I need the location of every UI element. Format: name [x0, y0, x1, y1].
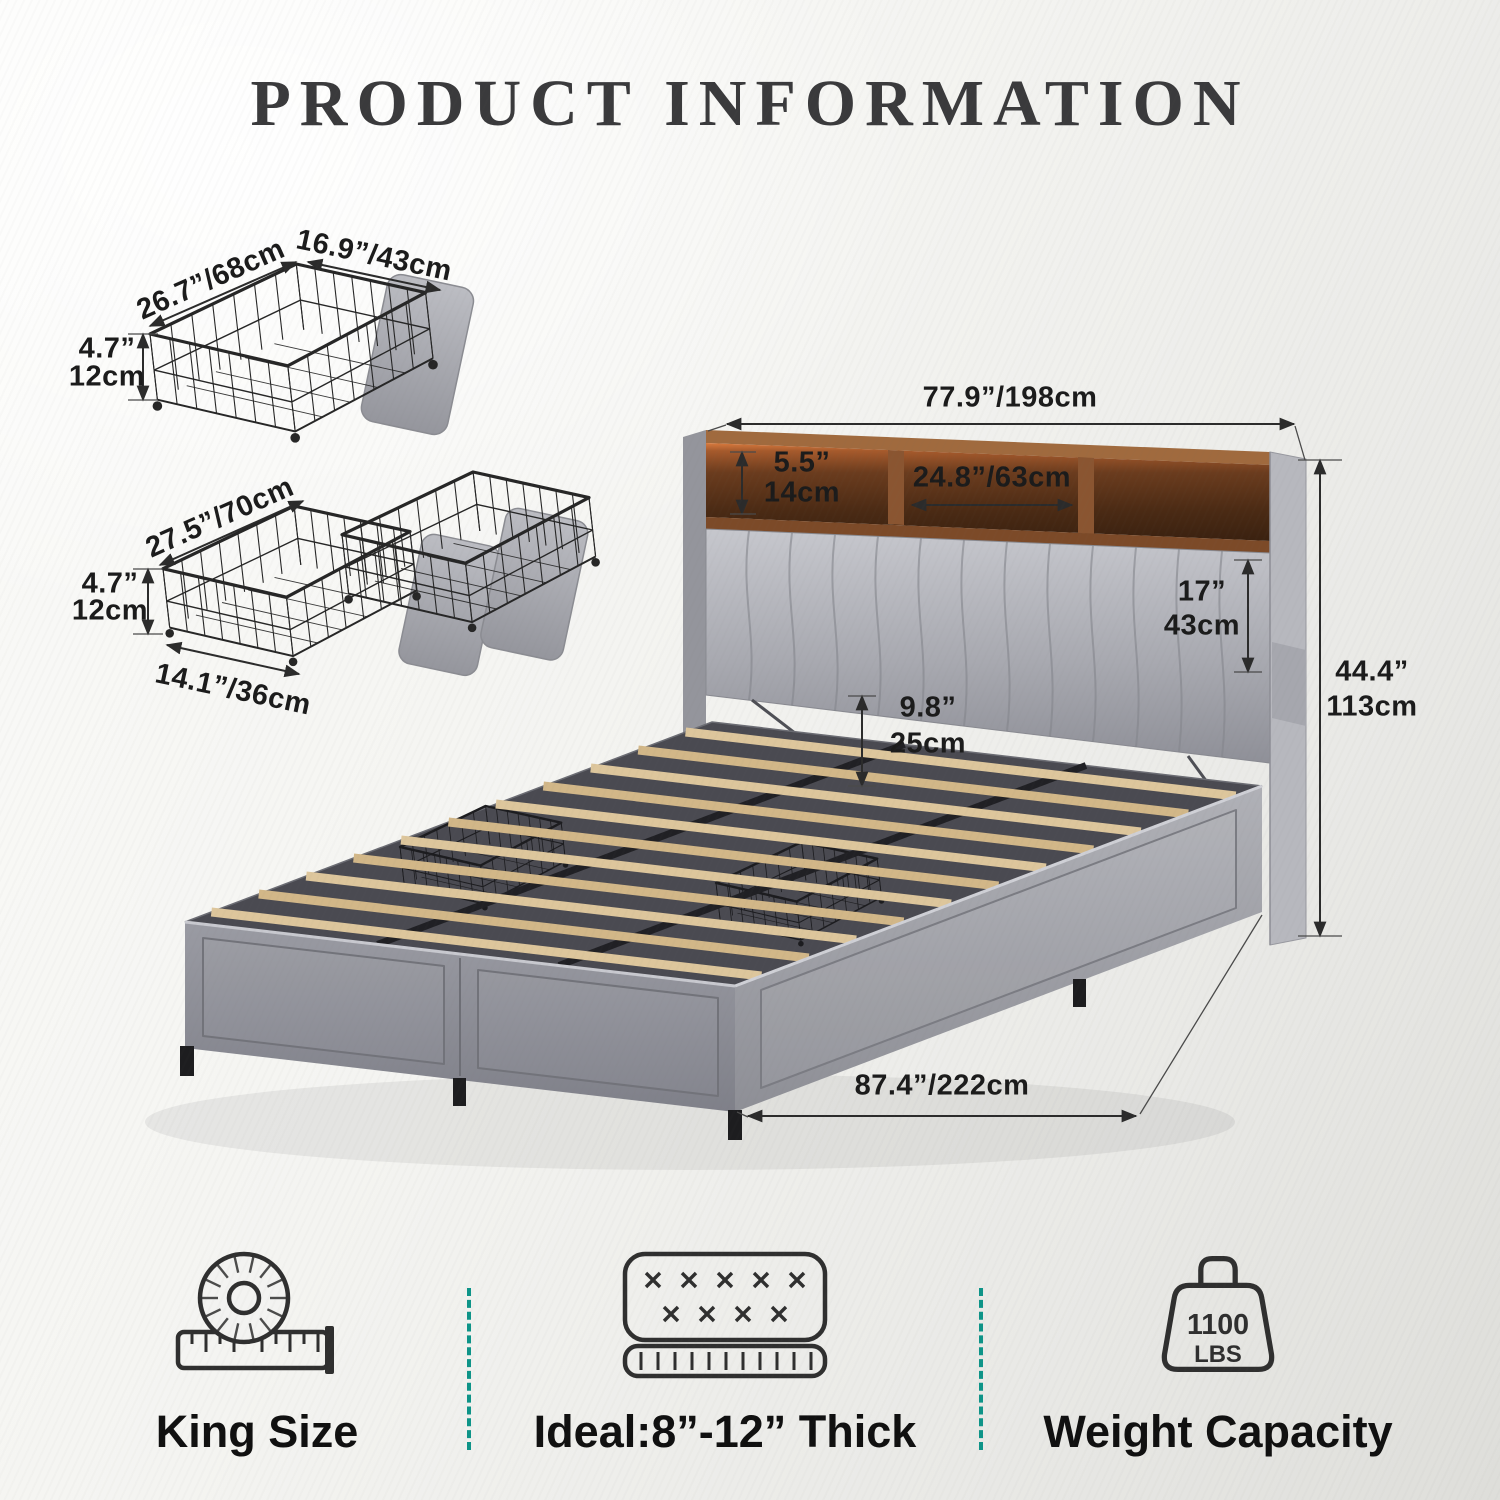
- wood-slats: [210, 727, 1237, 981]
- dim-total-height-cm: 113cm: [1326, 690, 1418, 723]
- dim-total-height-in: 44.4”: [1335, 655, 1409, 688]
- drawer-front: [760, 809, 1237, 1089]
- headboard-left-wing: [683, 430, 706, 812]
- shelf-bottom-board: [706, 517, 1270, 553]
- page-title: PRODUCT INFORMATION: [250, 67, 1250, 140]
- drawer-front: [202, 937, 445, 1065]
- feature-label-king-size: King Size: [155, 1406, 359, 1457]
- bed-leg: [728, 1110, 742, 1140]
- extension-ticks: [128, 333, 1342, 1118]
- dim-double-drawer-height-cm: 12cm: [71, 594, 149, 627]
- headboard-shelf-cubbies: [706, 443, 1270, 541]
- dim-single-drawer-height-cm: 12cm: [68, 360, 146, 393]
- dim-headboard-in: 17”: [1177, 575, 1227, 608]
- weight-badge-number: 1100: [1187, 1309, 1249, 1341]
- base-right-face: [734, 784, 1263, 1112]
- tuft-lines: [745, 530, 1226, 758]
- dim-shelf-height-cm: 14cm: [763, 476, 841, 509]
- drawer-front: [477, 969, 719, 1097]
- wire-basket: [340, 470, 600, 633]
- feature-label-weight: Weight Capacity: [1043, 1406, 1393, 1457]
- feature-row: King Size Ideal:8”-12” Thick 1100 LBS We…: [46, 1223, 1454, 1458]
- double-drawer-illustration: [161, 470, 600, 677]
- headboard-wood-top: [706, 430, 1270, 465]
- dim-shelf-width: 24.8”/63cm: [912, 461, 1072, 494]
- cubby-divider: [1078, 457, 1094, 534]
- bed-leg: [453, 1078, 466, 1106]
- feature-weight-capacity: 1100 LBS Weight Capacity: [983, 1223, 1453, 1458]
- headboard: [683, 430, 1307, 946]
- mattress-icon: [622, 1251, 828, 1379]
- dim-double-drawer-height-in: 4.7”: [81, 567, 139, 600]
- feature-king-size: King Size: [47, 1223, 467, 1458]
- dim-bed-length: 87.4”/222cm: [854, 1069, 1030, 1102]
- bed-leg: [1073, 979, 1086, 1007]
- dim-clearance-in: 9.8”: [899, 691, 957, 724]
- measuring-tape-icon: [175, 1251, 334, 1374]
- floor-shadow: [145, 1074, 1235, 1170]
- weight-badge-unit: LBS: [1194, 1341, 1242, 1368]
- dim-single-drawer-height-in: 4.7”: [78, 332, 136, 365]
- feature-label-mattress: Ideal:8”-12” Thick: [533, 1406, 917, 1457]
- side-pocket: [1272, 642, 1306, 726]
- dashed-divider: [467, 1288, 471, 1450]
- bed-illustration: [145, 430, 1307, 1170]
- dim-headboard-cm: 43cm: [1163, 609, 1241, 642]
- feature-mattress-thickness: Ideal:8”-12” Thick: [471, 1223, 979, 1458]
- base-front-face: [184, 920, 736, 1112]
- dimension-lines: [128, 258, 1342, 1123]
- dim-clearance-cm: 25cm: [889, 727, 967, 760]
- dashed-divider: [979, 1288, 983, 1450]
- cubby-divider: [888, 450, 904, 525]
- weight-icon: 1100 LBS: [1161, 1256, 1275, 1373]
- dim-bed-width: 77.9”/198cm: [922, 381, 1098, 414]
- bed-leg: [180, 1046, 194, 1076]
- dim-shelf-height-in: 5.5”: [773, 446, 831, 479]
